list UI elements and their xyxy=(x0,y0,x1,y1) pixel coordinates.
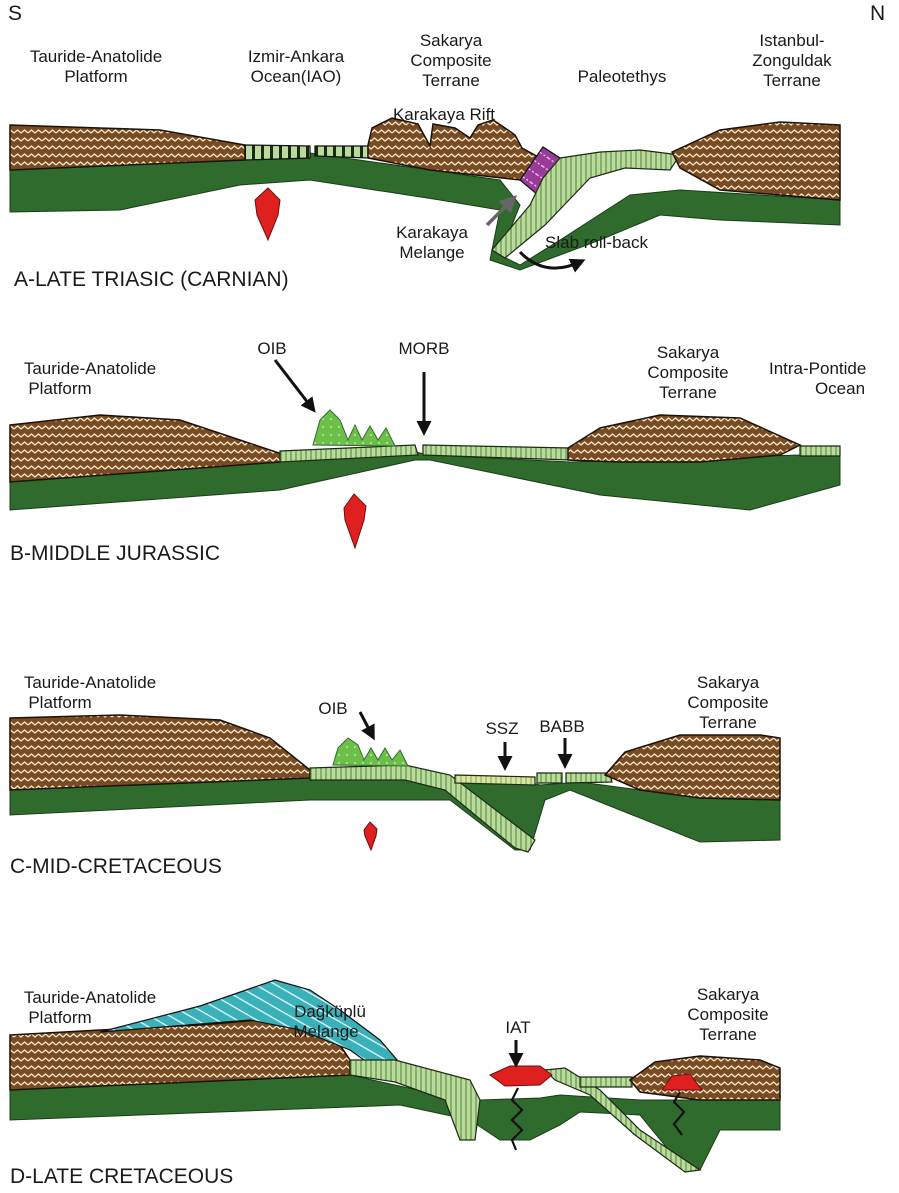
south-label: S xyxy=(8,2,22,25)
panel-d: Tauride-Anatolide Platform Dağküplü Mela… xyxy=(10,980,780,1188)
panel-a-label: Tauride-Anatolide xyxy=(30,47,162,66)
panel-c-babb-crust-left xyxy=(537,773,562,783)
panel-d-label: Tauride-Anatolide xyxy=(24,988,156,1007)
panel-c-label: Sakarya xyxy=(697,673,760,692)
panel-a-caption: A-LATE TRIASIC (CARNIAN) xyxy=(14,268,289,291)
panel-c-label: SSZ xyxy=(485,719,518,738)
panel-c-label: OIB xyxy=(318,699,347,718)
panel-a-iao-crust xyxy=(245,145,310,160)
panel-c-label: Terrane xyxy=(699,713,757,732)
panel-d-label: Platform xyxy=(28,1008,91,1027)
panel-c-label: BABB xyxy=(539,717,584,736)
panel-a-label: Istanbul- xyxy=(759,31,824,50)
panel-a-label: Izmir-Ankara xyxy=(248,47,345,66)
panel-d-caption: D-LATE CRETACEOUS xyxy=(10,1165,233,1188)
panel-a-magma xyxy=(255,188,280,240)
panel-a: Tauride-Anatolide Platform Izmir-Ankara … xyxy=(10,31,840,291)
panel-c-magma xyxy=(364,822,377,850)
panel-a-label: Melange xyxy=(399,243,464,262)
panel-b-label: Tauride-Anatolide xyxy=(24,359,156,378)
panel-a-iao-crust-2 xyxy=(315,146,368,158)
panel-a-label: Karakaya Rift xyxy=(393,105,495,124)
panel-d-sakarya-crust xyxy=(630,1056,780,1100)
panel-b-label: Terrane xyxy=(659,383,717,402)
panel-a-label: Terrane xyxy=(763,71,821,90)
panel-c: Tauride-Anatolide Platform OIB SSZ BABB … xyxy=(10,673,780,878)
panel-a-label: Terrane xyxy=(422,71,480,90)
panel-d-label: Dağküplü xyxy=(294,1002,366,1021)
panel-c-oib-volcano xyxy=(333,738,408,766)
panel-b-label: Intra-Pontide xyxy=(769,359,866,378)
panel-b-intrapontide-crust xyxy=(800,446,840,456)
panel-a-label: Slab roll-back xyxy=(545,233,648,252)
panel-b-caption: B-MIDDLE JURASSIC xyxy=(10,542,220,565)
panel-b-label: Platform xyxy=(28,379,91,398)
panel-c-tauride-crust xyxy=(10,715,310,790)
panel-d-label: IAT xyxy=(505,1018,530,1037)
panel-d-label: Composite xyxy=(687,1005,768,1024)
panel-a-label: Platform xyxy=(64,67,127,86)
panel-c-label: Composite xyxy=(687,693,768,712)
panel-c-label: Tauride-Anatolide xyxy=(24,673,156,692)
panel-d-label: Terrane xyxy=(699,1025,757,1044)
panel-c-label: Platform xyxy=(28,693,91,712)
panel-a-label: Sakarya xyxy=(420,31,483,50)
north-label: N xyxy=(870,2,885,25)
panel-d-oceanic-crust-ne xyxy=(580,1077,632,1087)
panel-b-label: Ocean xyxy=(815,379,865,398)
panel-b-sakarya-crust xyxy=(568,415,800,462)
panel-b-label: MORB xyxy=(399,339,450,358)
panel-b-label: OIB xyxy=(257,339,286,358)
panel-c-caption: C-MID-CRETACEOUS xyxy=(10,855,222,878)
panel-b-oib-arrow xyxy=(275,360,312,408)
panel-a-label: Composite xyxy=(410,51,491,70)
panel-c-oib-arrow xyxy=(360,712,372,735)
panel-b-label: Sakarya xyxy=(657,343,720,362)
panel-b-magma xyxy=(344,494,366,548)
panel-a-istanbul-crust xyxy=(672,122,840,200)
panel-b-label: Composite xyxy=(647,363,728,382)
panel-a-label: Ocean(IAO) xyxy=(251,67,342,86)
panel-c-ssz-crust xyxy=(455,775,535,785)
panel-a-label: Zonguldak xyxy=(752,51,832,70)
panel-d-label: Sakarya xyxy=(697,985,760,1004)
panel-b: Tauride-Anatolide Platform OIB MORB Saka… xyxy=(10,339,866,565)
panel-a-label: Paleotethys xyxy=(578,67,667,86)
panel-a-label: Karakaya xyxy=(396,223,468,242)
panel-d-label: Melange xyxy=(293,1022,358,1041)
panel-d-iat-volcanic-body xyxy=(490,1066,552,1086)
panel-b-oib-volcano xyxy=(313,410,395,446)
